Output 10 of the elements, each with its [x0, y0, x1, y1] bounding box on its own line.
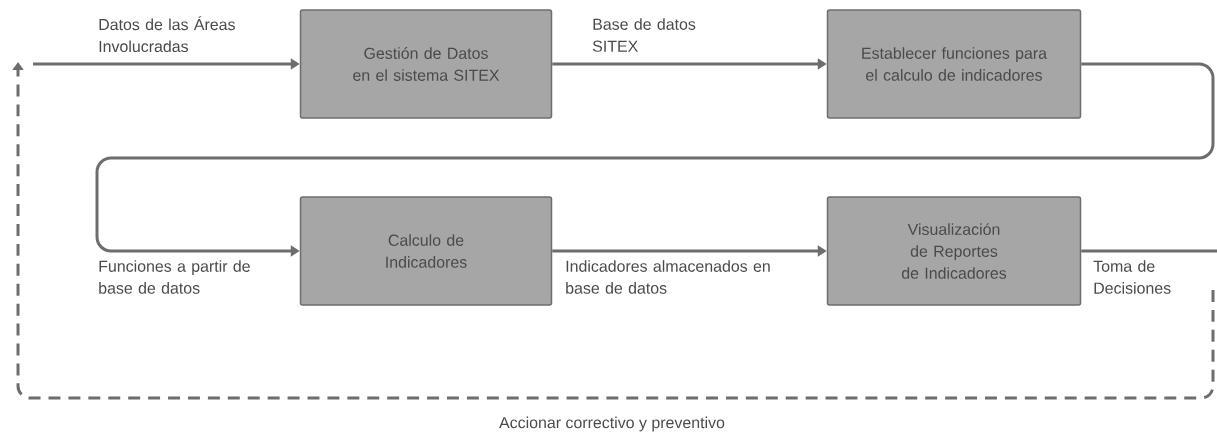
edge-label: Datos de las Áreas Involucradas — [99, 16, 235, 53]
loop-label: Accionar correctivo y preventivo — [499, 416, 725, 432]
process-box: Calculo de Indicadores — [299, 196, 553, 306]
process-box: Establecer funciones para el calculo de indicadores — [826, 9, 1082, 119]
edge-label: Toma de Decisiones — [1093, 260, 1171, 294]
process-box: Visualización de Reportes de Indicadores — [826, 196, 1082, 306]
edge-label: Funciones a partir de base de datos — [99, 260, 250, 294]
edge-label: Base de datos SITEX — [592, 18, 696, 52]
edge-label: Indicadores almacenados en base de datos — [566, 260, 770, 294]
process-box: Gestión de Datos en el sistema SITEX — [299, 9, 553, 119]
